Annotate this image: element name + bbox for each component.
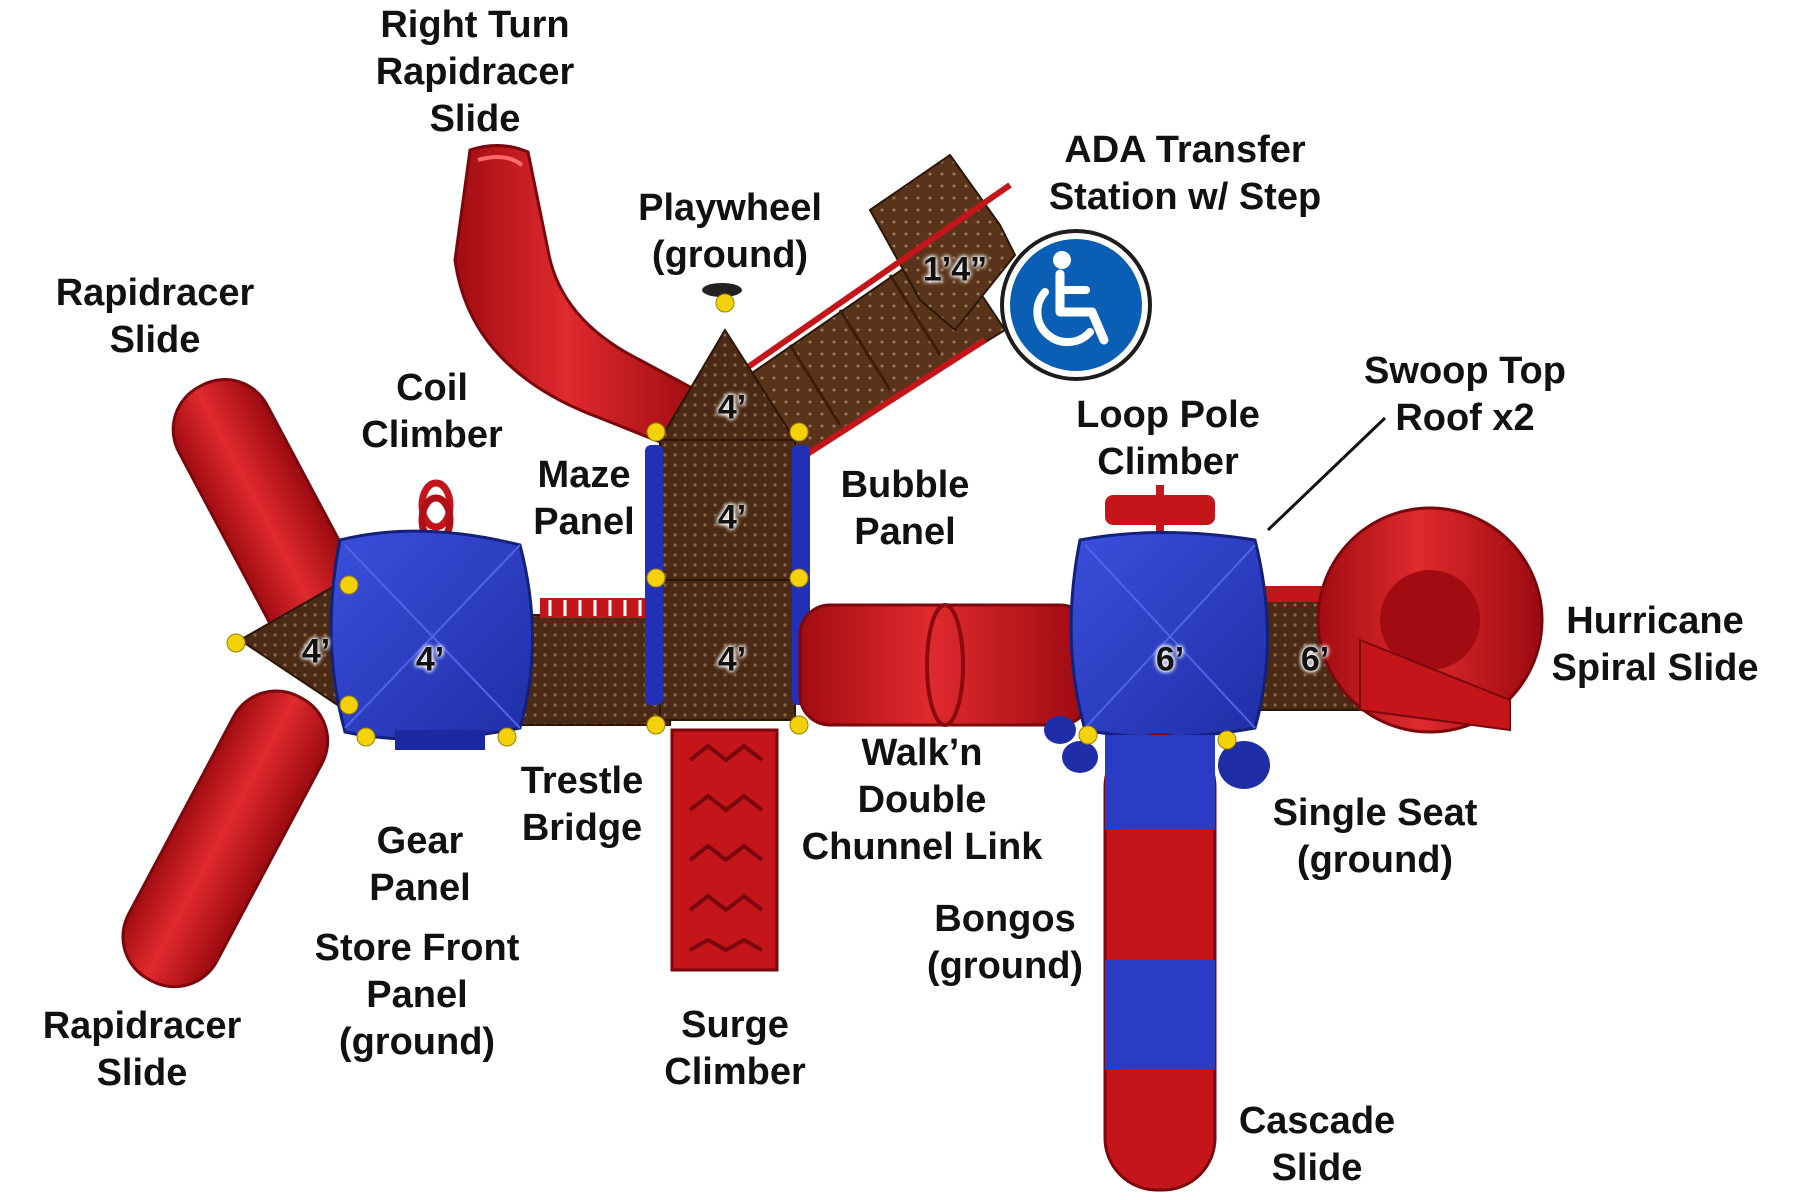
bongos: [1044, 716, 1098, 773]
height-top-deck: 4’: [717, 388, 747, 427]
height-left-small-deck: 4’: [301, 632, 331, 671]
height-ada-station: 1’4”: [922, 250, 988, 289]
rapidracer-slide-bottom: [121, 689, 330, 989]
right-roof: [1069, 531, 1269, 739]
label-playwheel: Playwheel(ground): [638, 187, 822, 276]
cascade-slide: [1103, 733, 1217, 1192]
height-right-small-deck: 6’: [1300, 640, 1330, 679]
height-bottom-deck: 4’: [717, 640, 747, 679]
label-single-seat: Single Seat(ground): [1272, 792, 1478, 881]
gear-panel: [395, 730, 485, 750]
loop-pole-climber: [1105, 485, 1215, 535]
hurricane-spiral-slide: [1316, 506, 1544, 734]
right-turn-slide: [453, 144, 707, 452]
playwheel: [702, 283, 742, 297]
left-roof: [329, 529, 534, 741]
wheelchair-icon: [1000, 229, 1152, 381]
label-bongos: Bongos(ground): [926, 898, 1084, 987]
swoop-roof-leader: [1266, 416, 1387, 532]
surge-climber: [670, 728, 779, 972]
center-tower: [658, 328, 797, 721]
ada-transfer-station: [713, 153, 1017, 481]
height-right-deck: 6’: [1155, 640, 1185, 679]
height-left-deck: 4’: [415, 640, 445, 679]
clamps: [226, 293, 1237, 750]
height-mid-deck: 4’: [717, 498, 747, 537]
chunnel-link: [798, 603, 1092, 727]
single-seat: [1218, 741, 1270, 789]
